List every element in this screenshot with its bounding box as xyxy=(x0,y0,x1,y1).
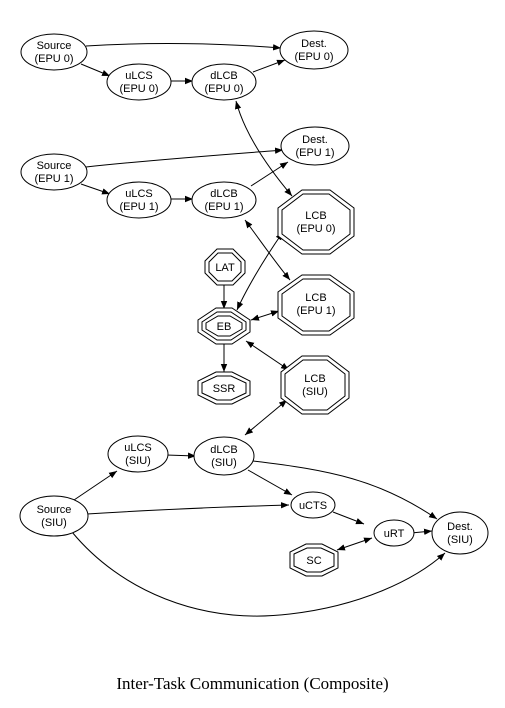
label-dest-epu0: Dest.(EPU 0) xyxy=(294,38,333,63)
node-ulcs-epu1 xyxy=(106,181,172,219)
label-lcb-epu1: LCB(EPU 1) xyxy=(296,292,335,317)
label-eb: EB xyxy=(217,321,232,333)
edge-lcb-epu0-to-eb xyxy=(236,231,284,311)
node-source-epu0 xyxy=(20,33,88,71)
node-source-siu xyxy=(19,495,89,537)
node-dlcb-epu1 xyxy=(191,181,257,219)
node-ulcs-epu0 xyxy=(106,63,172,101)
label-sc: SC xyxy=(306,555,321,567)
label-lat: LAT xyxy=(215,262,235,274)
node-eb xyxy=(197,307,251,345)
label-ulcs-epu1: uLCS(EPU 1) xyxy=(119,188,158,213)
node-dest-epu0 xyxy=(279,30,349,70)
node-ulcs-siu xyxy=(107,435,169,473)
label-urt: uRT xyxy=(384,528,405,540)
label-source-epu1: Source(EPU 1) xyxy=(34,160,73,185)
edge-source-epu1-to-dest-epu1 xyxy=(85,147,284,168)
node-lat xyxy=(204,248,246,286)
edge-eb-to-lcb-siu xyxy=(245,340,290,371)
edge-ucts-to-urt xyxy=(332,511,365,525)
edge-sc-to-urt xyxy=(336,537,373,551)
edge-source-siu-to-ucts xyxy=(86,502,290,515)
label-dest-epu1: Dest.(EPU 1) xyxy=(295,134,334,159)
node-lcb-epu0 xyxy=(277,189,355,255)
edge-ulcs-siu-to-dlcb-siu xyxy=(165,452,197,459)
node-ucts xyxy=(290,491,336,519)
label-lcb-epu0: LCB(EPU 0) xyxy=(296,210,335,235)
figure-caption: Inter-Task Communication (Composite) xyxy=(116,674,389,693)
label-source-siu: Source(SIU) xyxy=(37,504,72,529)
node-dest-epu1 xyxy=(280,126,350,166)
label-ulcs-siu: uLCS(SIU) xyxy=(124,442,152,467)
edge-source-epu0-to-dest-epu0 xyxy=(85,43,282,51)
node-dlcb-siu xyxy=(193,436,255,476)
node-urt xyxy=(373,519,415,547)
label-dlcb-siu: dLCB(SIU) xyxy=(210,444,238,469)
node-dlcb-epu0 xyxy=(191,63,257,101)
label-dlcb-epu1: dLCB(EPU 1) xyxy=(204,188,243,213)
node-lcb-siu xyxy=(280,355,350,415)
node-source-epu1 xyxy=(20,153,88,191)
node-lcb-epu1 xyxy=(277,274,355,336)
label-dest-siu: Dest.(SIU) xyxy=(447,521,473,546)
edge-eb-to-lcb-epu1 xyxy=(250,310,280,321)
edge-source-epu0-to-ulcs-epu0 xyxy=(80,63,111,77)
edge-urt-to-dest-siu xyxy=(410,528,433,535)
edge-dlcb-epu1-to-dest-epu1 xyxy=(250,161,289,187)
edge-dlcb-epu0-to-dest-epu0 xyxy=(252,59,286,73)
node-sc xyxy=(289,543,339,577)
node-dest-siu xyxy=(431,511,489,555)
label-source-epu0: Source(EPU 0) xyxy=(34,40,73,65)
label-dlcb-epu0: dLCB(EPU 0) xyxy=(204,70,243,95)
label-ucts: uCTS xyxy=(299,500,327,512)
edge-source-siu-to-dest-siu xyxy=(71,531,446,617)
label-lcb-siu: LCB(SIU) xyxy=(302,373,328,398)
edge-dlcb-siu-to-lcb-siu xyxy=(244,399,288,436)
edge-source-epu1-to-ulcs-epu1 xyxy=(80,183,111,195)
edge-dlcb-siu-to-ucts xyxy=(247,469,293,496)
label-ssr: SSR xyxy=(213,383,236,395)
label-ulcs-epu0: uLCS(EPU 0) xyxy=(119,70,158,95)
edge-source-siu-to-ulcs-siu xyxy=(73,470,118,501)
node-ssr xyxy=(197,371,251,405)
edge-dlcb-siu-to-dest-siu xyxy=(252,460,438,520)
